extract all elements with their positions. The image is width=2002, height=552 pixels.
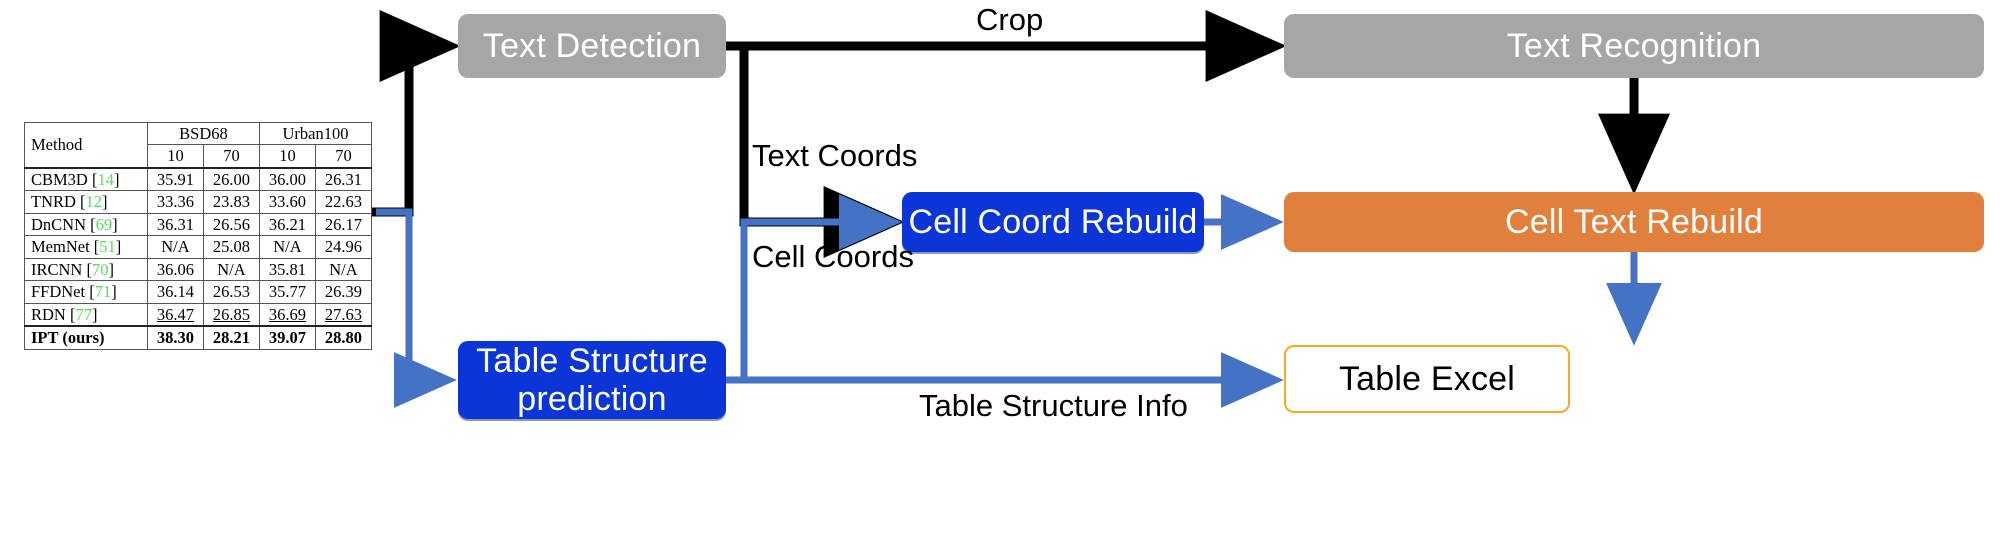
table-cell-value: 26.39 (314, 280, 373, 304)
edge-input-to-table-structure (376, 208, 457, 408)
node-text-recognition[interactable]: Text Recognition (1284, 14, 1984, 78)
table-cell-value: 26.85 (202, 302, 260, 327)
table-cell-method: FFDNet [71] (24, 280, 148, 304)
table-cell-value: 24.96 (314, 235, 373, 259)
citation-ref: 77 (75, 304, 92, 324)
citation-ref: 12 (85, 192, 103, 212)
edge-label-crop: Crop (976, 2, 1044, 37)
table-cell-value: 36.06 (146, 257, 204, 282)
node-table-structure-prediction-text: Table Structure prediction (476, 342, 708, 418)
table-subheader-urban100-70: 70 (314, 144, 373, 169)
table-cell-value: 22.63 (314, 190, 373, 214)
node-table-structure-prediction-line1: Table Structure (476, 341, 708, 380)
node-table-excel[interactable]: Table Excel (1284, 345, 1570, 413)
table-cell-value: 36.00 (258, 166, 316, 192)
table-cell-value: 36.21 (258, 212, 316, 237)
table-header-bsd68: BSD68 (146, 121, 260, 146)
table-cell-method: CBM3D [14] (24, 166, 148, 192)
table-cell-value: 35.91 (146, 166, 204, 192)
table-header-urban100: Urban100 (258, 121, 373, 146)
table-cell-value: 26.53 (202, 280, 260, 304)
table-cell-value: N/A (314, 257, 373, 282)
table-cell-value: 39.07 (258, 325, 316, 350)
edge-text-coords (739, 46, 905, 258)
table-subheader-bsd68-70: 70 (202, 144, 260, 169)
table-cell-method: TNRD [12] (24, 190, 148, 214)
table-cell-value: 35.77 (258, 280, 316, 304)
table-cell-value: N/A (146, 235, 204, 259)
table-cell-value: 36.69 (258, 302, 316, 327)
edge-label-table-structure-info: Table Structure Info (919, 388, 1188, 423)
node-cell-coord-rebuild[interactable]: Cell Coord Rebuild (902, 192, 1204, 252)
table-cell-value: 36.31 (146, 212, 204, 237)
table-cell-value: 33.60 (258, 190, 316, 214)
table-cell-method: RDN [77] (24, 302, 148, 327)
table-cell-value: 25.08 (202, 235, 260, 259)
table-cell-value: 23.83 (202, 190, 260, 214)
node-table-excel-label: Table Excel (1338, 359, 1516, 398)
table-cell-value: 36.14 (146, 280, 204, 304)
table-header-method: Method (24, 121, 148, 169)
table-cell-method: IPT (ours) (24, 325, 148, 350)
table-cell-value: 26.00 (202, 166, 260, 192)
table-cell-method: DnCNN [69] (24, 212, 148, 237)
table-header-row-1: Method BSD68 Urban100 (24, 121, 373, 169)
table-cell-value: 26.31 (314, 166, 373, 192)
node-table-structure-prediction-line2: prediction (517, 380, 667, 418)
node-table-structure-prediction[interactable]: Table Structure prediction (458, 341, 726, 419)
edge-label-text-coords: Text Coords (752, 138, 918, 173)
table-cell-value: 26.17 (314, 212, 373, 237)
table-cell-value: 33.36 (146, 190, 204, 214)
node-cell-coord-rebuild-label: Cell Coord Rebuild (908, 202, 1198, 241)
table-subheader-bsd68-10: 10 (146, 144, 204, 169)
citation-ref: 71 (94, 282, 112, 302)
table-cell-value: 38.30 (146, 325, 204, 350)
table-cell-value: 35.81 (258, 257, 316, 282)
edge-label-cell-coords: Cell Coords (752, 239, 914, 274)
node-text-detection-label: Text Detection (482, 26, 702, 65)
table-cell-value: N/A (202, 257, 260, 282)
node-text-recognition-label: Text Recognition (1506, 26, 1762, 65)
citation-ref: 70 (91, 259, 109, 279)
table-cell-value: N/A (258, 235, 316, 259)
table-cell-value: 28.80 (314, 325, 373, 350)
citation-ref: 69 (95, 214, 113, 234)
table-cell-method: MemNet [51] (24, 235, 148, 259)
table-cell-value: 27.63 (314, 302, 373, 327)
table-subheader-urban100-10: 10 (258, 144, 316, 169)
node-cell-text-rebuild[interactable]: Cell Text Rebuild (1284, 192, 1984, 252)
table-cell-value: 36.47 (146, 302, 204, 327)
citation-ref: 51 (99, 237, 116, 257)
table-cell-method: IRCNN [70] (24, 257, 148, 282)
node-cell-text-rebuild-label: Cell Text Rebuild (1505, 202, 1763, 241)
edge-input-to-detection (372, 10, 461, 217)
citation-ref: 14 (97, 169, 114, 189)
table-cell-value: 28.21 (202, 325, 260, 350)
table-cell-value: 26.56 (202, 212, 260, 237)
input-table-image: Method BSD68 Urban100 10 70 10 70 CBM3D … (24, 121, 373, 350)
node-text-detection[interactable]: Text Detection (458, 14, 726, 78)
